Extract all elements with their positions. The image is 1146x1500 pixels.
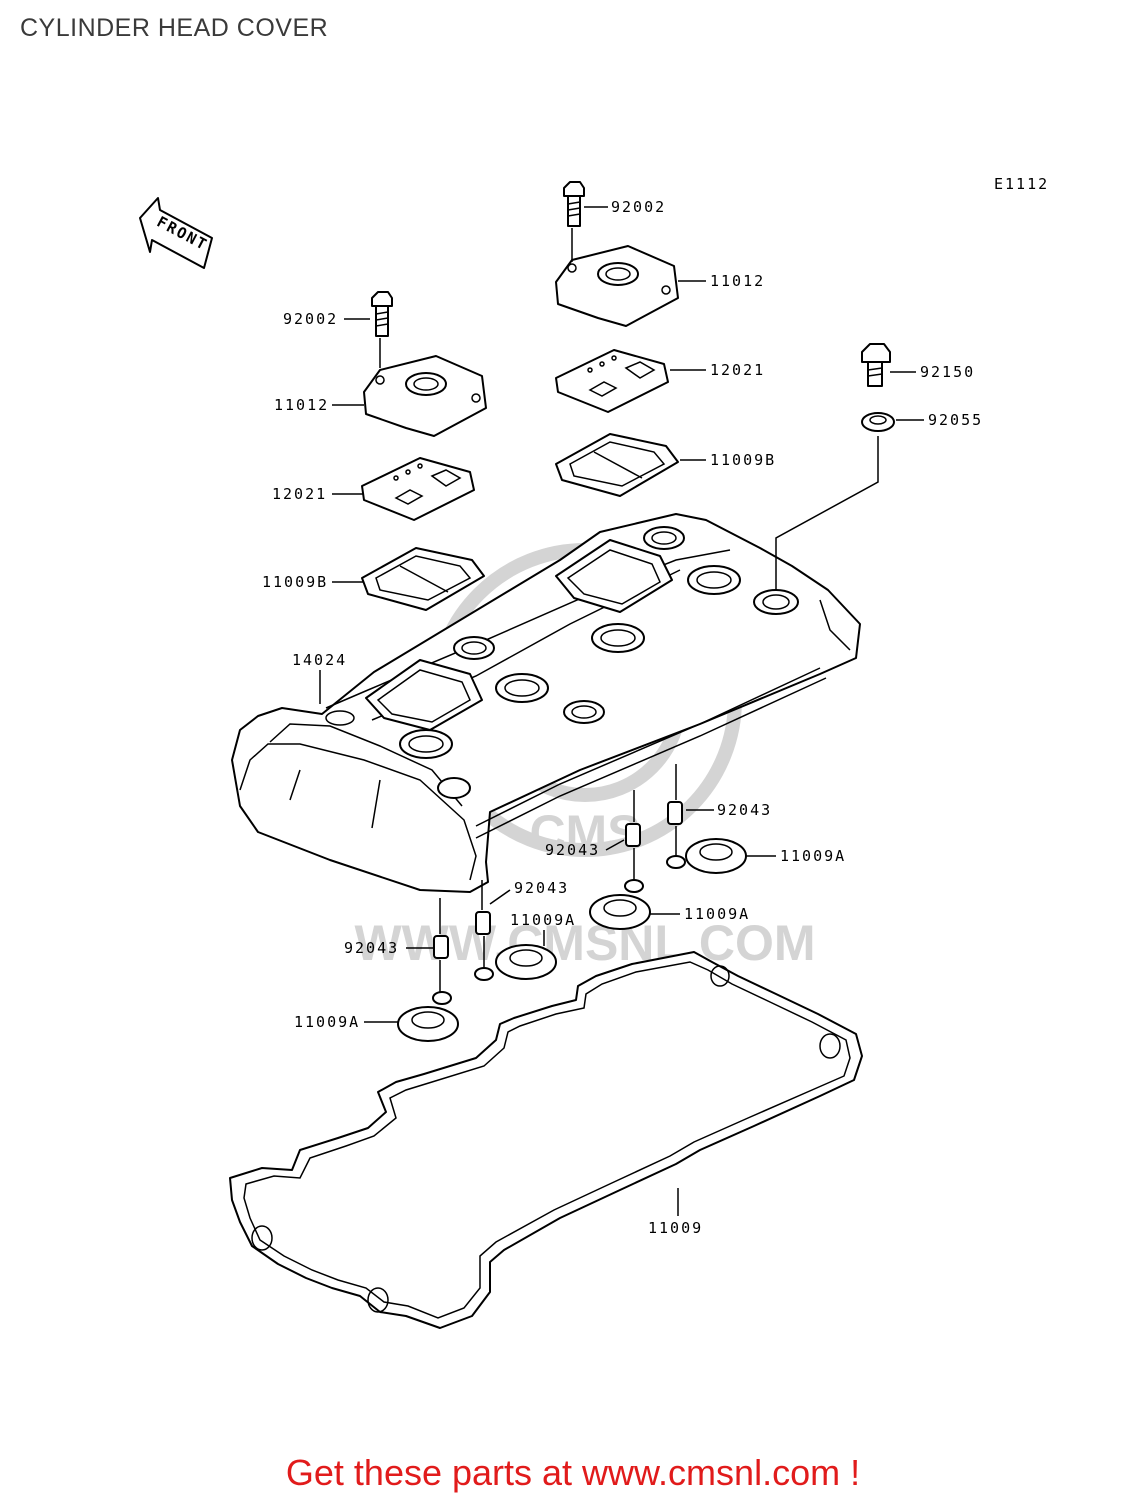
diagram-code: E1112 bbox=[994, 175, 1049, 193]
watermark-logo-text: CMS bbox=[529, 805, 640, 861]
callout-11009A-d: 11009A bbox=[780, 847, 846, 865]
gasket-11009B-right bbox=[555, 433, 679, 497]
callout-12021-right: 12021 bbox=[710, 361, 765, 379]
leader-lines bbox=[319, 206, 924, 1216]
callout-92043-d: 92043 bbox=[717, 801, 772, 819]
head-cover-gasket-11009 bbox=[229, 951, 863, 1329]
callout-11009A-b: 11009A bbox=[510, 911, 576, 929]
callout-92002-left: 92002 bbox=[283, 310, 338, 328]
page-title: CYLINDER HEAD COVER bbox=[20, 14, 329, 42]
gasket-11009A-b bbox=[474, 944, 557, 981]
callout-11009: 11009 bbox=[648, 1219, 703, 1237]
callout-labels: 92002 11012 12021 11009B 92150 92055 920… bbox=[262, 198, 983, 1237]
callout-92043-b: 92043 bbox=[514, 879, 569, 897]
watermark-text: WWW.CMSNL.COM bbox=[354, 915, 815, 971]
front-arrow-icon: FRONT bbox=[139, 197, 213, 269]
gasket-11009A-a bbox=[397, 991, 459, 1042]
bolt-92002-left bbox=[371, 291, 393, 337]
gasket-11009A-c bbox=[589, 879, 651, 930]
callout-11009A-c: 11009A bbox=[684, 905, 750, 923]
dowel-92043-b bbox=[475, 911, 491, 935]
callout-11012-right: 11012 bbox=[710, 272, 765, 290]
washer-92055 bbox=[861, 412, 895, 432]
gasket-11009A-d bbox=[666, 838, 747, 874]
callout-11009B-left: 11009B bbox=[262, 573, 328, 591]
breather-cover-11012-right bbox=[555, 245, 679, 327]
bolt-92150 bbox=[861, 343, 891, 387]
callout-92150: 92150 bbox=[920, 363, 975, 381]
callout-12021-left: 12021 bbox=[272, 485, 327, 503]
plate-12021-right bbox=[555, 349, 669, 413]
dowel-92043-d bbox=[667, 801, 683, 825]
exploded-parts-diagram: CMS WWW.CMSNL.COM E1112 FRONT bbox=[139, 175, 1049, 1329]
dowel-92043-c bbox=[625, 823, 641, 847]
callout-92002-right: 92002 bbox=[611, 198, 666, 216]
callout-11012-left: 11012 bbox=[274, 396, 329, 414]
callout-11009A-a: 11009A bbox=[294, 1013, 360, 1031]
callout-14024: 14024 bbox=[292, 651, 347, 669]
gasket-11009B-left bbox=[361, 547, 485, 611]
callout-92043-c: 92043 bbox=[545, 841, 600, 859]
dowel-92043-a bbox=[433, 935, 449, 959]
footer-promo-link[interactable]: Get these parts at www.cmsnl.com ! bbox=[285, 1452, 861, 1493]
cylinder-head-cover-14024 bbox=[231, 513, 861, 893]
breather-cover-11012-left bbox=[363, 355, 487, 437]
callout-11009B-right: 11009B bbox=[710, 451, 776, 469]
plate-12021-left bbox=[361, 457, 475, 521]
bolt-92002-right bbox=[563, 181, 585, 227]
callout-92043-a: 92043 bbox=[344, 939, 399, 957]
callout-92055: 92055 bbox=[928, 411, 983, 429]
